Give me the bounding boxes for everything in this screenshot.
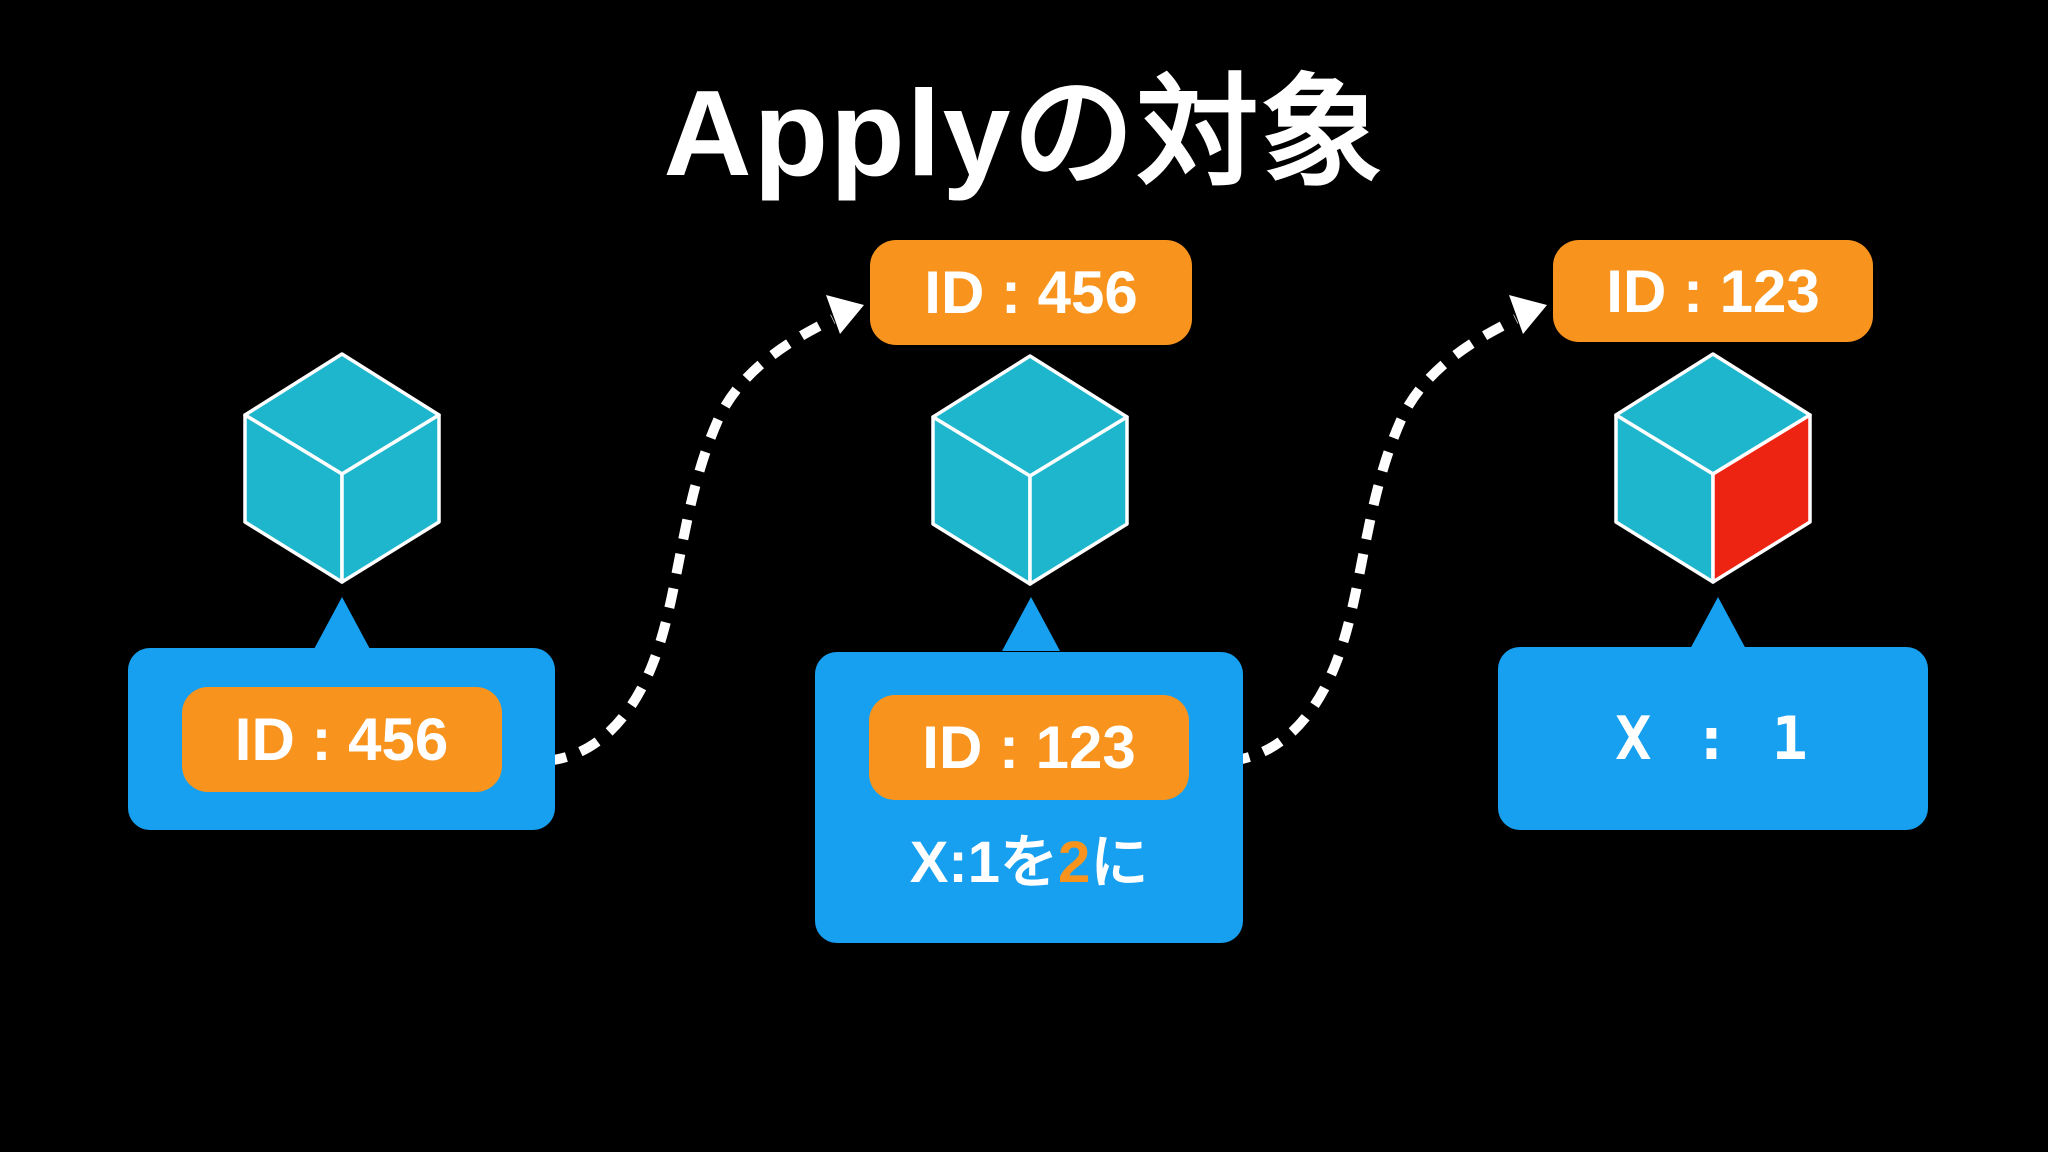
id-label: ID : 123 [922,714,1136,781]
bubble-tail [1002,597,1060,651]
note-prefix: X:1を [909,830,1058,895]
bubble-tail [313,597,371,651]
note-suffix: に [1090,830,1149,895]
bubble-tail [1689,597,1747,651]
info-bubble-right: X : 1 [1498,647,1928,830]
cube-icon [931,354,1129,586]
target-id-label: ID : 123 [1606,257,1820,325]
id-label: ID : 456 [234,705,449,773]
dashed-arrow-left-to-middle-icon [510,295,864,767]
id-badge: ID : 123 [869,695,1189,800]
target-id-badge-middle: ID : 456 [870,240,1192,345]
id-badge: ID : 456 [181,686,502,792]
cube-red-face-icon [1614,352,1812,584]
info-bubble-middle: ID : 123 X:1を2に [815,652,1243,943]
page-title: Applyの対象 [663,65,1385,201]
target-id-label: ID : 456 [924,259,1138,326]
target-id-badge-right: ID : 123 [1553,240,1873,342]
info-bubble-left: ID : 456 [128,648,555,830]
dashed-arrow-middle-to-right-icon [1193,295,1547,767]
x-value-label: X : 1 [1615,703,1811,774]
note-highlight: 2 [1057,830,1091,895]
cube-icon [243,352,441,584]
apply-note: X:1を2に [910,815,1149,899]
